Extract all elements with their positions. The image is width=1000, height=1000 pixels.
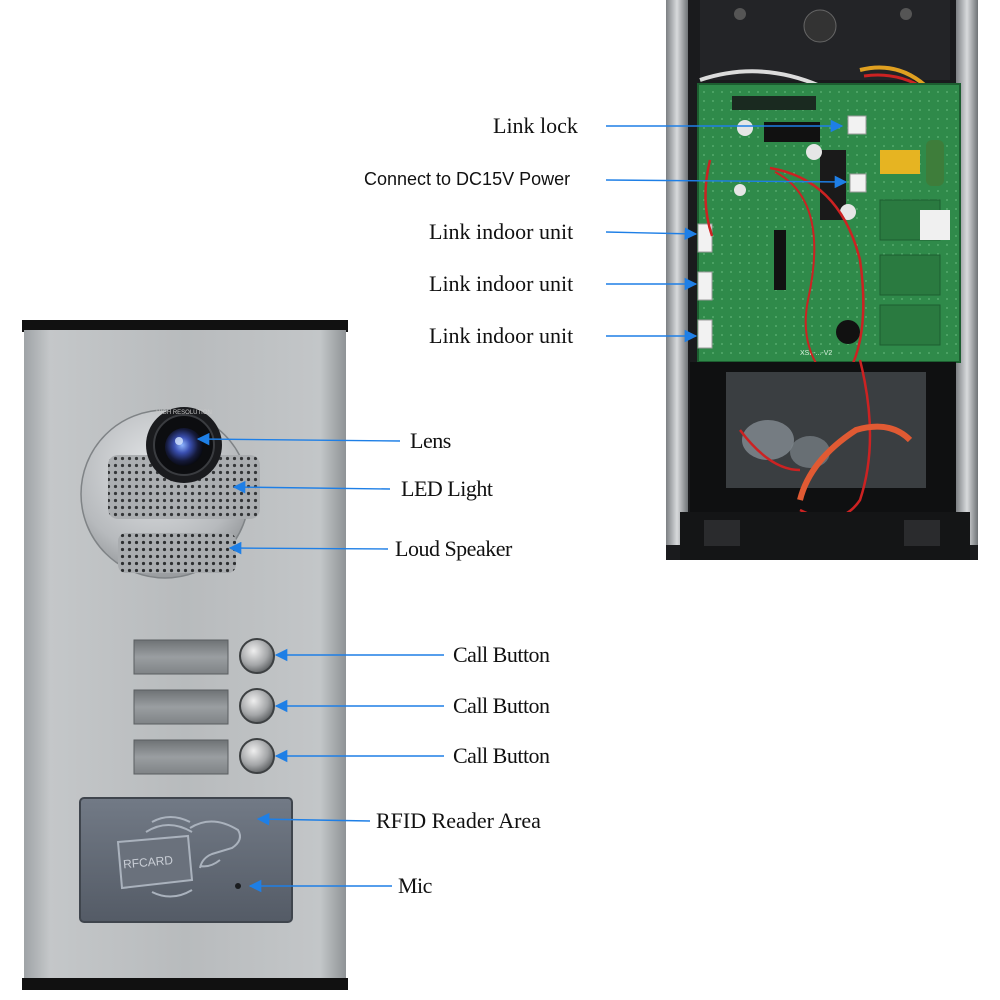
label-led-light: LED Light <box>401 476 493 501</box>
rfid-card-text: RFCARD <box>122 853 173 871</box>
arrow-led <box>232 480 391 494</box>
label-call-button-1: Call Button <box>453 642 550 667</box>
label-indoor-3: Link indoor unit <box>429 323 574 348</box>
arrow-indoor-1 <box>605 227 698 241</box>
label-rfid-area: RFID Reader Area <box>376 808 541 833</box>
led-grille <box>108 455 260 519</box>
label-link-lock: Link lock <box>493 113 578 138</box>
call-button-2-icon <box>239 688 275 724</box>
callout-arrows <box>196 119 848 893</box>
label-indoor-2: Link indoor unit <box>429 271 574 296</box>
name-slot-2 <box>133 689 229 725</box>
rfid-card-icon <box>116 816 241 898</box>
label-call-button-2: Call Button <box>453 693 550 718</box>
connector-indoor-2 <box>697 271 713 301</box>
housing-side-left <box>666 0 688 545</box>
housing-side-right <box>956 0 978 545</box>
name-slot-3 <box>133 739 229 775</box>
call-button-3-icon <box>239 738 275 774</box>
label-call-button-3: Call Button <box>453 743 550 768</box>
panel-top-cap <box>22 320 348 332</box>
board-marking: XSL-...-V2 <box>800 350 832 357</box>
lens-ring-text: HIGH RESOLUTION <box>156 410 212 416</box>
label-loud-speaker: Loud Speaker <box>395 536 512 561</box>
label-mic: Mic <box>398 873 432 898</box>
panel-bottom-cap <box>22 978 348 990</box>
connector-indoor-1 <box>697 223 713 253</box>
connector-indoor-3 <box>697 319 713 349</box>
speaker-grille <box>118 533 236 573</box>
arrow-dc-power <box>605 175 848 189</box>
label-indoor-1: Link indoor unit <box>429 219 574 244</box>
label-dc-power: Connect to DC15V Power <box>364 169 571 189</box>
arrow-lens <box>196 432 401 446</box>
rear-view: XSL-...-V2 <box>666 0 978 560</box>
call-button-1-icon <box>239 638 275 674</box>
arrow-speaker <box>228 541 389 555</box>
label-lens: Lens <box>410 428 451 453</box>
connector-power <box>849 173 867 193</box>
arrow-rfid <box>256 812 371 826</box>
connector-lock <box>847 115 867 135</box>
lens-glass <box>165 428 203 466</box>
name-slot-1 <box>133 639 229 675</box>
mic-hole <box>235 883 241 889</box>
